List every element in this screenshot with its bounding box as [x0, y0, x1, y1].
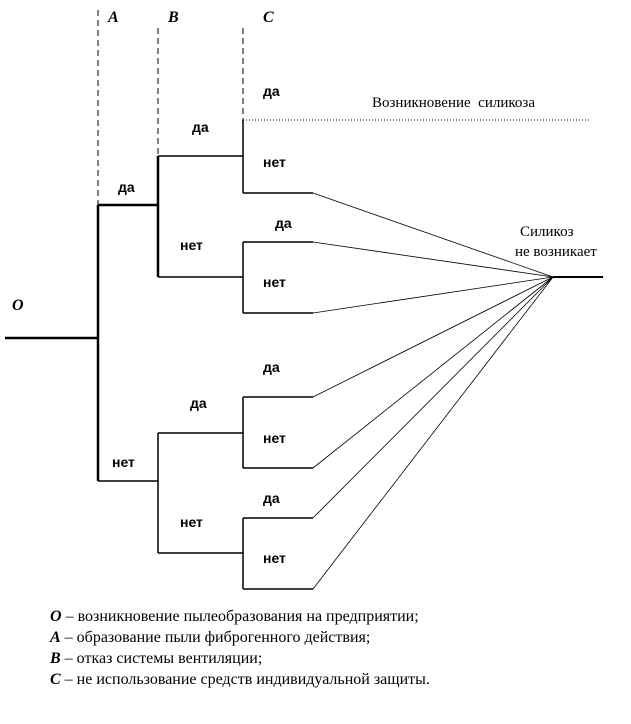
- converge-line-7: [312, 276, 554, 590]
- converging-lines: [312, 192, 554, 590]
- legend-text: – возникновение пылеобразования на предп…: [61, 608, 419, 625]
- legend-symbol: O: [50, 608, 62, 625]
- converge-line-4: [312, 276, 554, 398]
- outcome-silicosis: Возникновение силикоза: [372, 95, 535, 111]
- legend-text: – образование пыли фиброгенного действия…: [60, 629, 371, 646]
- tree-branches: [98, 120, 603, 590]
- label-b1-yes: да: [192, 119, 209, 135]
- label-b2-yes: да: [190, 395, 207, 411]
- header-o: O: [12, 297, 24, 314]
- label-c3-no: нет: [263, 430, 286, 446]
- legend-item-a: A – образование пыли фиброгенного действ…: [50, 627, 620, 648]
- converge-line-2: [312, 241, 554, 278]
- label-b1-no: нет: [180, 237, 203, 253]
- converge-line-1: [312, 192, 554, 278]
- legend-item-c: C – не использование средств индивидуаль…: [50, 669, 620, 690]
- legend-symbol: A: [50, 629, 61, 646]
- label-a-yes: да: [118, 179, 135, 195]
- outcome-no-silicosis-2: не возникает: [515, 244, 597, 260]
- label-c2-yes: да: [275, 215, 292, 231]
- legend-item-b: B – отказ системы вентиляции;: [50, 648, 620, 669]
- outcome-no-silicosis-1: Силикоз: [520, 224, 574, 240]
- label-c1-no: нет: [263, 154, 286, 170]
- header-b: B: [167, 9, 179, 26]
- legend-text: – не использование средств индивидуально…: [60, 671, 430, 688]
- label-c1-yes: да: [263, 83, 280, 99]
- legend-item-o: O – возникновение пылеобразования на пре…: [50, 606, 620, 627]
- label-b2-no: нет: [180, 514, 203, 530]
- tree-trunk: [5, 156, 160, 481]
- converge-line-6: [312, 276, 554, 519]
- label-c4-yes: да: [263, 490, 280, 506]
- legend: O – возникновение пылеобразования на пре…: [50, 606, 620, 690]
- label-c2-no: нет: [263, 274, 286, 290]
- label-a-no: нет: [112, 454, 135, 470]
- legend-symbol: B: [50, 650, 61, 667]
- header-a: A: [107, 9, 119, 26]
- label-c3-yes: да: [263, 359, 280, 375]
- header-c: C: [263, 9, 274, 26]
- label-c4-no: нет: [263, 550, 286, 566]
- legend-symbol: C: [50, 671, 61, 688]
- legend-text: – отказ системы вентиляции;: [60, 650, 263, 667]
- converge-line-5: [312, 276, 554, 469]
- column-dividers: [97, 10, 244, 205]
- converge-line-3: [312, 276, 554, 314]
